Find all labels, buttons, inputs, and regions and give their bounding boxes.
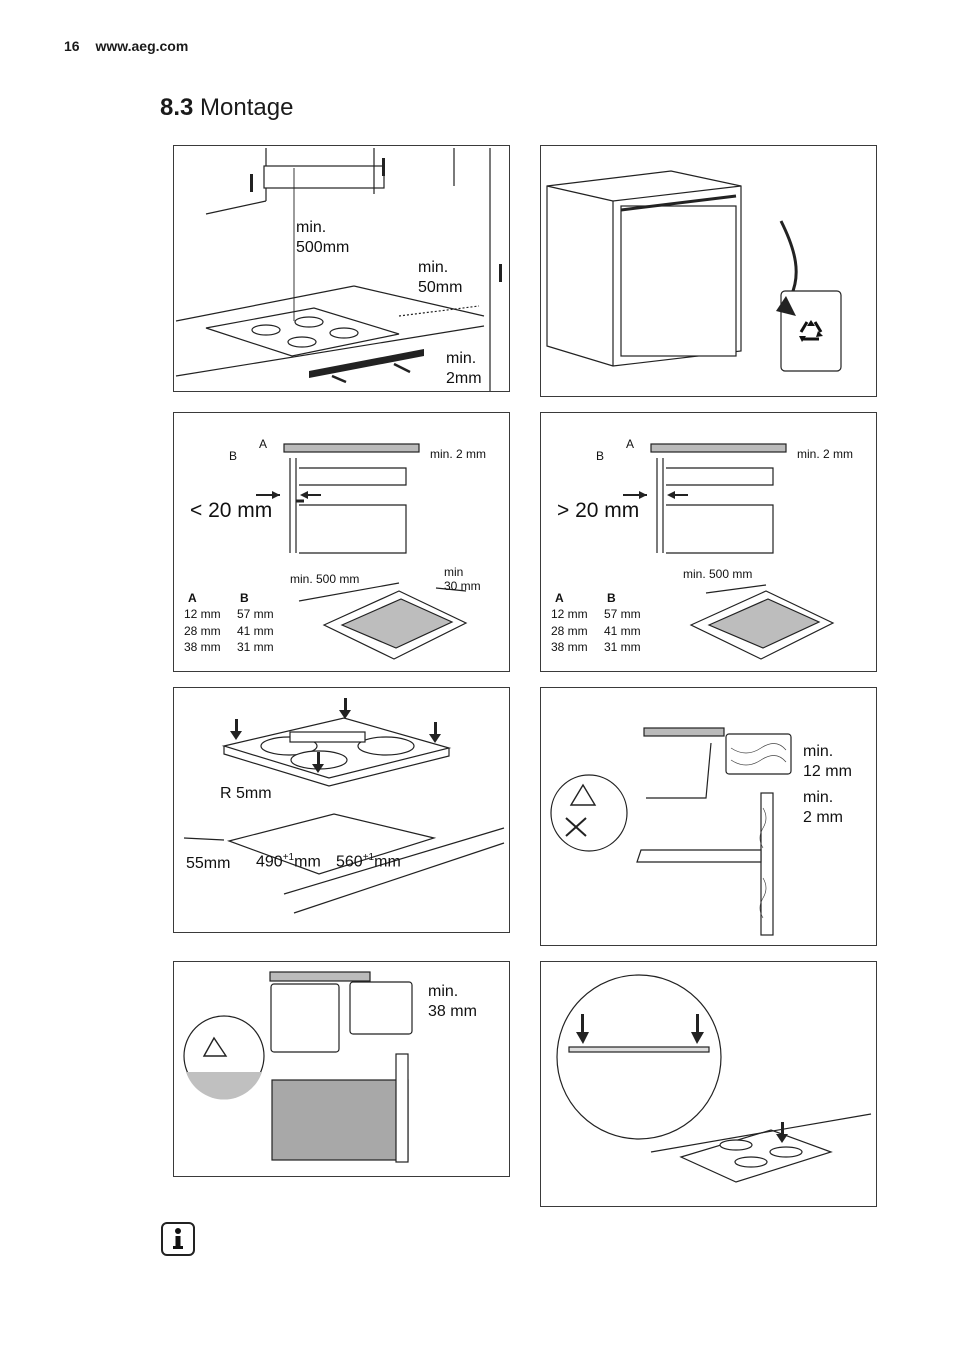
table-cell: 38 mm [184,640,221,654]
figure-hood-distance: min. 500mm min. 50mm min. 2mm [173,145,510,392]
length-560-label: 560+1mm [336,848,401,872]
hood-illustration [175,148,502,391]
table-cell: 31 mm [237,640,274,654]
info-glyph [173,1228,183,1249]
figure-remove-crossbar [540,145,877,397]
dim-490: 490 [256,853,283,871]
section-number: 8.3 [160,94,194,121]
dimension-b-label: B [229,449,238,463]
cutaway-illustration-less-20 [256,443,468,660]
table-header-a: A [555,591,564,605]
width-490-label: 490+1mm [256,848,321,872]
tolerance: +1 [282,852,295,863]
page-header: 16 www.aeg.com [64,38,188,54]
dimension-a-label: A [626,437,635,451]
dimension-a-label: A [259,437,268,451]
min-500mm-label: min. 500 mm [290,572,360,586]
cutaway-illustration-more-20 [623,443,835,660]
min-38mm-label: min. 38 mm [428,983,477,1020]
insert-hob-illustration [556,974,872,1183]
depth-55mm-label: 55mm [186,855,231,872]
table-cell: 41 mm [604,624,641,638]
section-heading: Montage [200,94,294,121]
recycle-icon [799,320,823,342]
table-cell: 28 mm [184,624,221,638]
cutout-illustration [183,698,505,914]
dimension-b-label: B [596,449,605,463]
hood-min-label: min. 500mm [296,219,350,256]
table-cell: 12 mm [184,607,221,621]
cabinet-illustration [546,170,842,372]
table-header-a: A [188,591,197,605]
min-12mm-label: min. 12 mm [803,743,852,780]
table-cell: 31 mm [604,640,641,654]
clearance-rule-label: > 20 mm [557,499,640,522]
wall-min-label: min. 50mm [418,259,463,296]
figure-clearance-more-20: A B min. 2 mm > 20 mm min. 500 mm A B 12… [540,412,877,672]
tolerance: +1 [362,852,375,863]
warning-icon [202,1036,228,1057]
min-2mm-label: min. 2 mm [430,447,487,461]
info-icon [161,1222,195,1256]
unit: mm [294,853,321,871]
dim-560: 560 [336,853,363,871]
min-30mm-label: min 30 mm [444,565,481,593]
table-header-b: B [607,591,616,605]
figure-insert-hob [540,961,877,1207]
figure-cutout-dimensions: R 5mm 55mm 490+1mm 560+1mm [173,687,510,933]
section-title: 8.3 Montage [160,94,293,122]
radius-label: R 5mm [220,785,272,802]
table-cell: 57 mm [604,607,641,621]
warning-icon [569,783,597,806]
figure-worktop-38mm: min. 38 mm [173,961,510,1177]
table-cell: 12 mm [551,607,588,621]
unit: mm [374,853,401,871]
min-2mm-label: min. 2 mm [803,789,843,826]
table-cell: 41 mm [237,624,274,638]
min-2mm-label: min. 2 mm [797,447,854,461]
oven-illustration [183,971,413,1163]
worktop-illustration [550,727,792,936]
figure-clearance-less-20: A B min. 2 mm < 20 mm min. 500 mm min 30… [173,412,510,672]
min-500mm-label: min. 500 mm [683,567,753,581]
gap-min-label: min. 2mm [446,350,482,387]
table-cell: 28 mm [551,624,588,638]
page-number: 16 [64,38,80,54]
figure-worktop-thickness: min. 12 mm min. 2 mm [540,687,877,946]
table-header-b: B [240,591,249,605]
table-cell: 57 mm [237,607,274,621]
clearance-rule-label: < 20 mm [190,499,273,522]
header-url: www.aeg.com [95,38,189,54]
table-cell: 38 mm [551,640,588,654]
